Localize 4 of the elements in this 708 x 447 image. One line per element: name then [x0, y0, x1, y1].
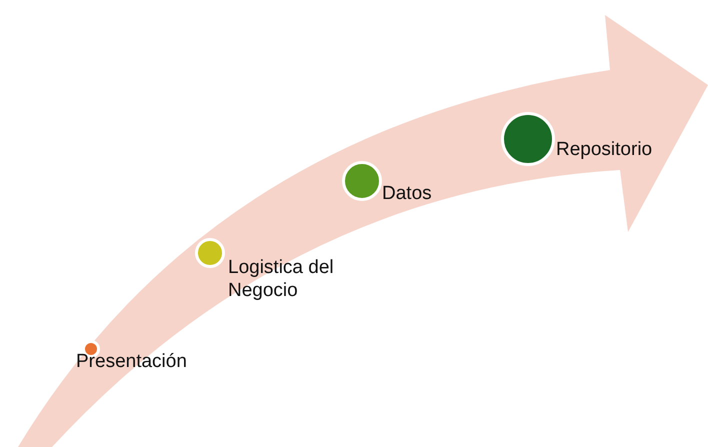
milestone-label: Presentación [76, 350, 187, 373]
milestone-label: Datos [382, 182, 432, 205]
milestone-label: Repositorio [556, 138, 652, 161]
milestone-label: Logistica del Negocio [228, 256, 335, 302]
